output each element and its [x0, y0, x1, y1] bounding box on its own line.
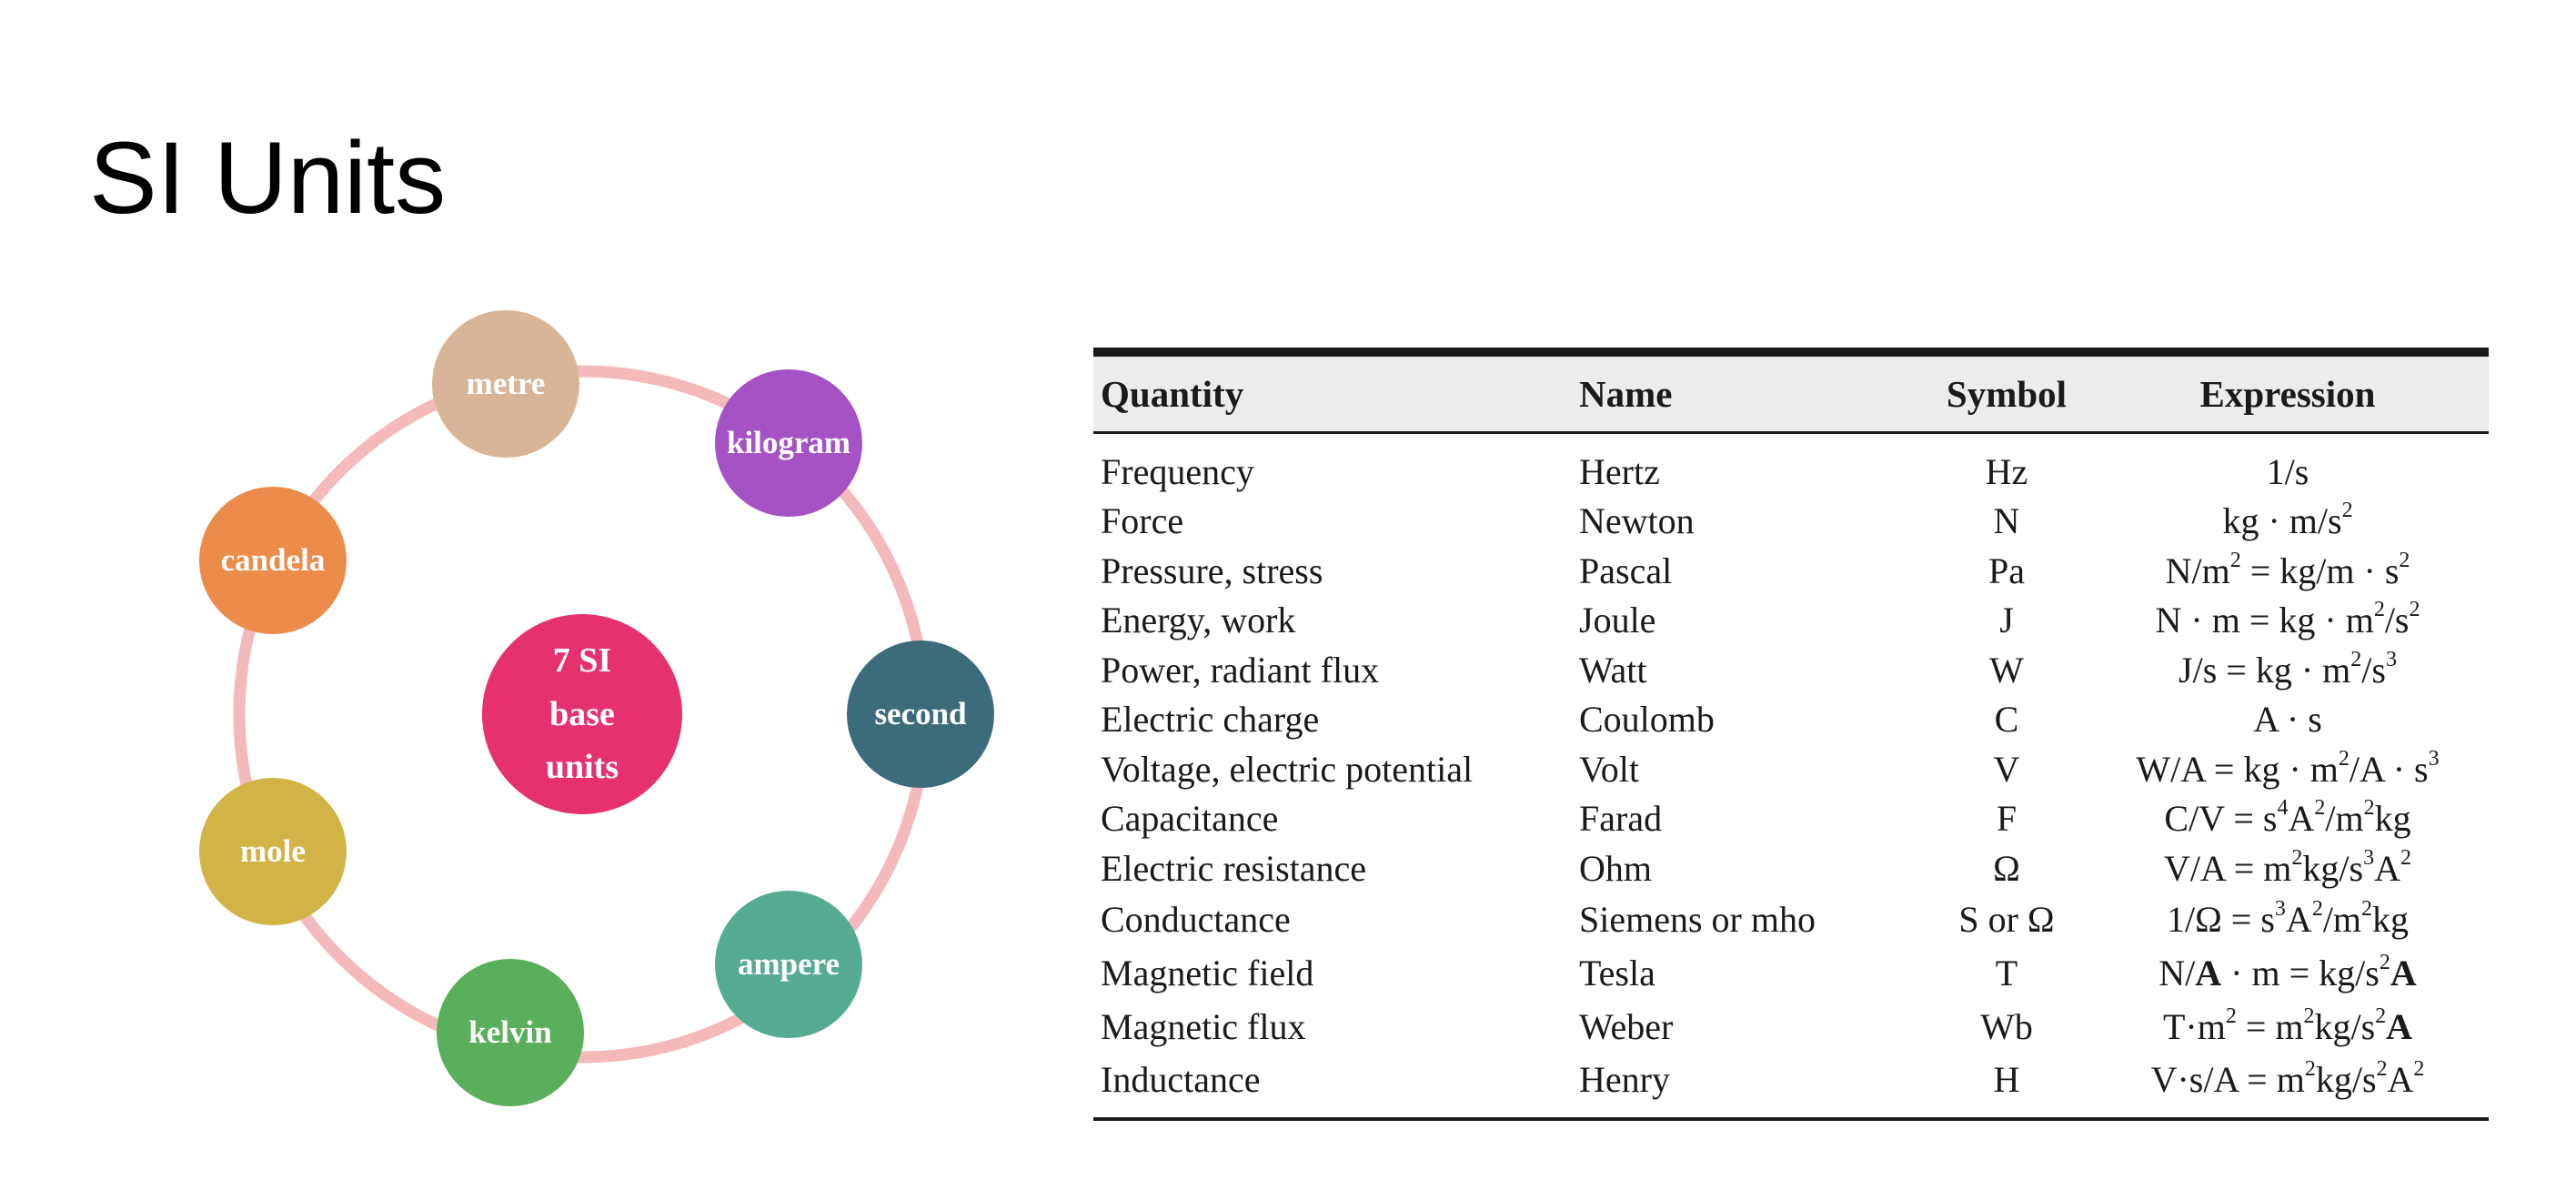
table-row: Energy, work Joule J N · m = kg · m2/s2 [1093, 596, 2489, 646]
cell-name: Joule [1579, 600, 1656, 641]
cell-name: Newton [1579, 500, 1695, 542]
unit-node-3: ampere [715, 891, 862, 1038]
table-row: Voltage, electric potential Volt V W/A = kg… [1093, 744, 2489, 794]
cell-quantity: Force [1101, 500, 1184, 542]
cell-quantity: Magnetic flux [1101, 1005, 1306, 1047]
cell-symbol: Pa [1988, 550, 2025, 591]
cell-name: Henry [1579, 1053, 1927, 1122]
cell-quantity: Voltage, electric potential [1101, 748, 1474, 790]
cell-quantity: Frequency [1101, 450, 1254, 492]
cell-quantity: Energy, work [1101, 600, 1296, 641]
cell-name: Siemens or mho [1579, 899, 1816, 941]
cell-name: Ohm [1579, 847, 1652, 889]
unit-node-1: kilogram [715, 369, 862, 517]
cell-name: Farad [1579, 798, 1663, 840]
cell-name: Coulomb [1579, 699, 1715, 741]
table-row: Pressure, stress Pascal Pa N/m2 = kg/m · s2 [1093, 546, 2489, 596]
cell-expression: A · s [2253, 699, 2322, 741]
cell-expression: W/A = kg · m2/A · s3 [2136, 746, 2440, 790]
cell-symbol: H [1927, 1053, 2087, 1122]
table-row: Power, radiant flux Watt W J/s = kg · m2/s3 [1093, 645, 2489, 695]
table-row: Capacitance Farad F C/V = s4A2/m2kg [1093, 794, 2489, 844]
cell-name: Weber [1579, 1005, 1674, 1047]
cell-symbol: W [1989, 649, 2024, 691]
header-expression: Expression [2087, 348, 2489, 434]
cell-expression: N/A · m = kg/s2A [2158, 951, 2417, 994]
cell-symbol: N [1993, 500, 2020, 542]
cell-symbol: Hz [1985, 450, 2028, 492]
cell-name: Volt [1579, 748, 1639, 790]
cell-quantity: Electric charge [1101, 699, 1320, 741]
unit-node-5: mole [199, 778, 347, 925]
slide-title: SI Units [89, 121, 447, 235]
table-row: Conductance Siemens or mho S or Ω 1/Ω = s3A… [1093, 893, 2489, 947]
table-row: Magnetic field Tesla T N/A · m = kg/s2A [1093, 946, 2489, 1000]
cell-symbol: C [1994, 699, 2019, 741]
cell-name: Tesla [1579, 953, 1655, 994]
center-node-7-si-base-units: 7 SI base units [482, 614, 682, 814]
cell-symbol: F [1996, 798, 2018, 840]
cell-expression: J/s = kg · m2/s3 [2179, 647, 2397, 691]
cell-quantity: Conductance [1101, 899, 1291, 941]
cell-symbol: Ω [1993, 847, 2020, 889]
cell-name: Hertz [1579, 450, 1660, 492]
cell-expression: V·s/A = m2kg/s2A2 [2087, 1053, 2489, 1122]
cell-symbol: Wb [1980, 1005, 2033, 1047]
cell-symbol: J [1999, 600, 2014, 641]
unit-node-2: second [847, 640, 994, 788]
unit-node-0: metre [432, 310, 579, 458]
cell-quantity: Power, radiant flux [1101, 649, 1380, 691]
table-header-row: Quantity Name Symbol Expression [1093, 348, 2489, 434]
header-quantity: Quantity [1093, 348, 1579, 434]
cell-expression: N · m = kg · m2/s2 [2155, 598, 2420, 641]
header-symbol: Symbol [1927, 348, 2087, 434]
cell-expression: 1/Ω = s3A2/m2kg [2166, 897, 2410, 941]
unit-node-6: candela [199, 487, 347, 634]
cell-expression: kg · m/s2 [2222, 499, 2353, 542]
unit-node-4: kelvin [437, 959, 584, 1106]
cell-quantity: Pressure, stress [1101, 550, 1323, 591]
cell-expression: N/m2 = kg/m · s2 [2165, 548, 2410, 591]
si-base-units-diagram: 7 SI base units metre kilogram second amper… [164, 291, 1019, 1146]
cell-name: Pascal [1579, 550, 1673, 591]
cell-quantity: Inductance [1093, 1053, 1579, 1122]
cell-quantity: Electric resistance [1101, 847, 1367, 889]
header-name: Name [1579, 348, 1927, 434]
cell-quantity: Magnetic field [1101, 953, 1314, 994]
cell-expression: V/A = m2kg/s3A2 [2164, 845, 2411, 889]
cell-expression: 1/s [2266, 450, 2309, 492]
table-row: Frequency Hertz Hz 1/s [1093, 433, 2489, 497]
table-row: Magnetic flux Weber Wb T·m2 = m2kg/s2A [1093, 1000, 2489, 1054]
cell-expression: T·m2 = m2kg/s2A [2162, 1003, 2413, 1047]
cell-symbol: S or Ω [1958, 899, 2055, 941]
cell-quantity: Capacitance [1101, 798, 1279, 840]
cell-symbol: V [1993, 748, 2020, 790]
si-derived-units-table: Quantity Name Symbol Expression Frequenc… [1093, 348, 2489, 1122]
table-row: Electric resistance Ohm Ω V/A = m2kg/s3A2 [1093, 843, 2489, 893]
cell-expression: C/V = s4A2/m2kg [2164, 796, 2411, 840]
cell-symbol: T [1995, 953, 2018, 994]
cell-name: Watt [1579, 649, 1647, 691]
table-row: Electric charge Coulomb C A · s [1093, 695, 2489, 745]
